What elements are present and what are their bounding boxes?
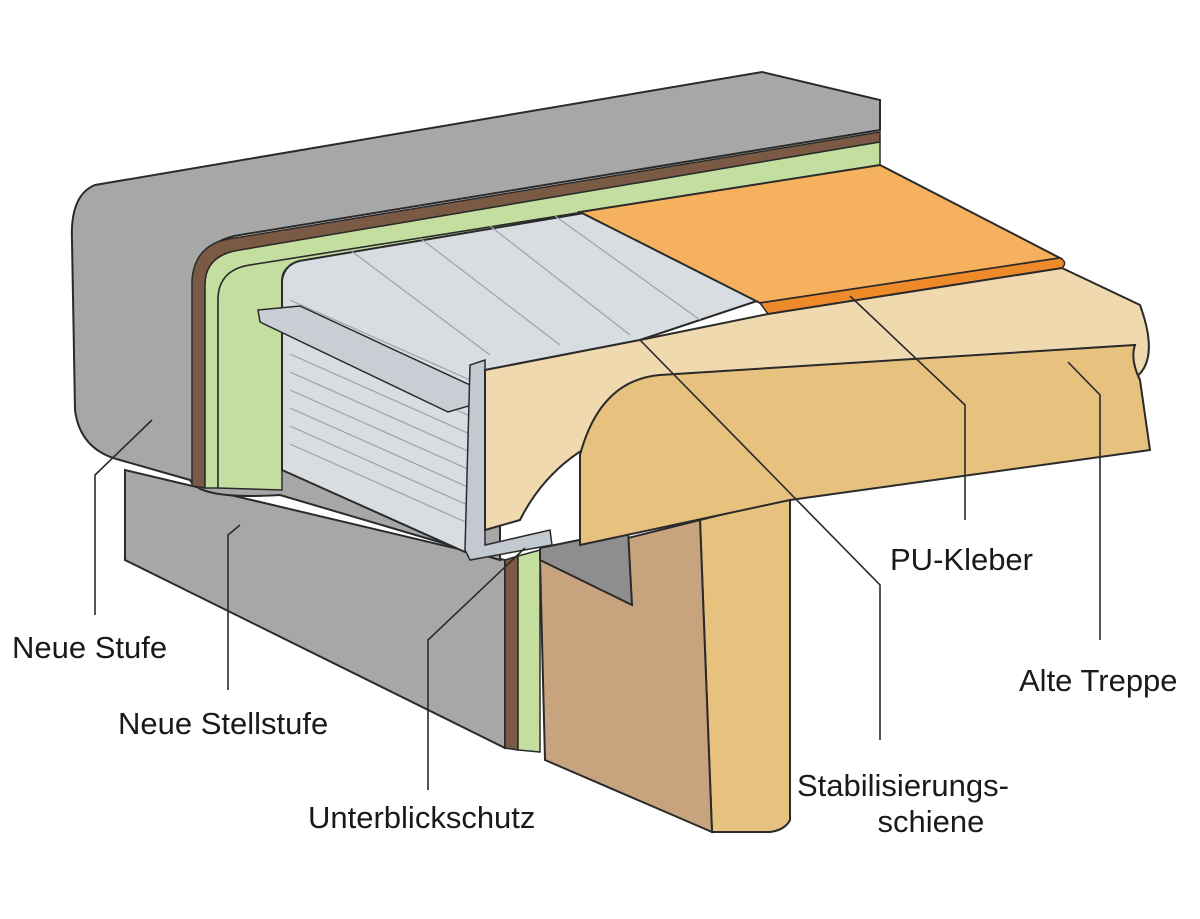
- old-stair-cut-side: [538, 518, 714, 834]
- leader-lines: [94, 295, 1101, 790]
- leader-neue-stellstufe: [227, 524, 241, 690]
- label-unterblickschutz: Unterblickschutz: [308, 800, 536, 835]
- riser-green-edge: [517, 549, 541, 753]
- leader-unterblickschutz: [427, 547, 526, 790]
- label-neue-stellstufe: Neue Stellstufe: [118, 706, 329, 741]
- leader-stabilisierungsschiene: [639, 339, 881, 740]
- aluminium-channel: [464, 358, 553, 561]
- label-stabilisierungsschiene-line2: schiene: [877, 803, 985, 839]
- label-stabilisierungsschiene: Stabilisierungs- schiene: [797, 768, 1009, 839]
- label-neue-stufe: Neue Stufe: [12, 630, 168, 665]
- leader-alte-treppe: [1067, 361, 1101, 640]
- leader-neue-stufe: [94, 419, 153, 615]
- leader-pu-kleber: [849, 295, 966, 520]
- old-stair-riser-face: [698, 498, 791, 833]
- label-alte-treppe: Alte Treppe: [1019, 663, 1178, 698]
- label-stabilisierungsschiene-line1: Stabilisierungs-: [797, 768, 1009, 803]
- riser-brown-edge: [504, 554, 519, 751]
- old-stair-tread-front: [579, 343, 1152, 547]
- label-pu-kleber: PU-Kleber: [890, 542, 1033, 577]
